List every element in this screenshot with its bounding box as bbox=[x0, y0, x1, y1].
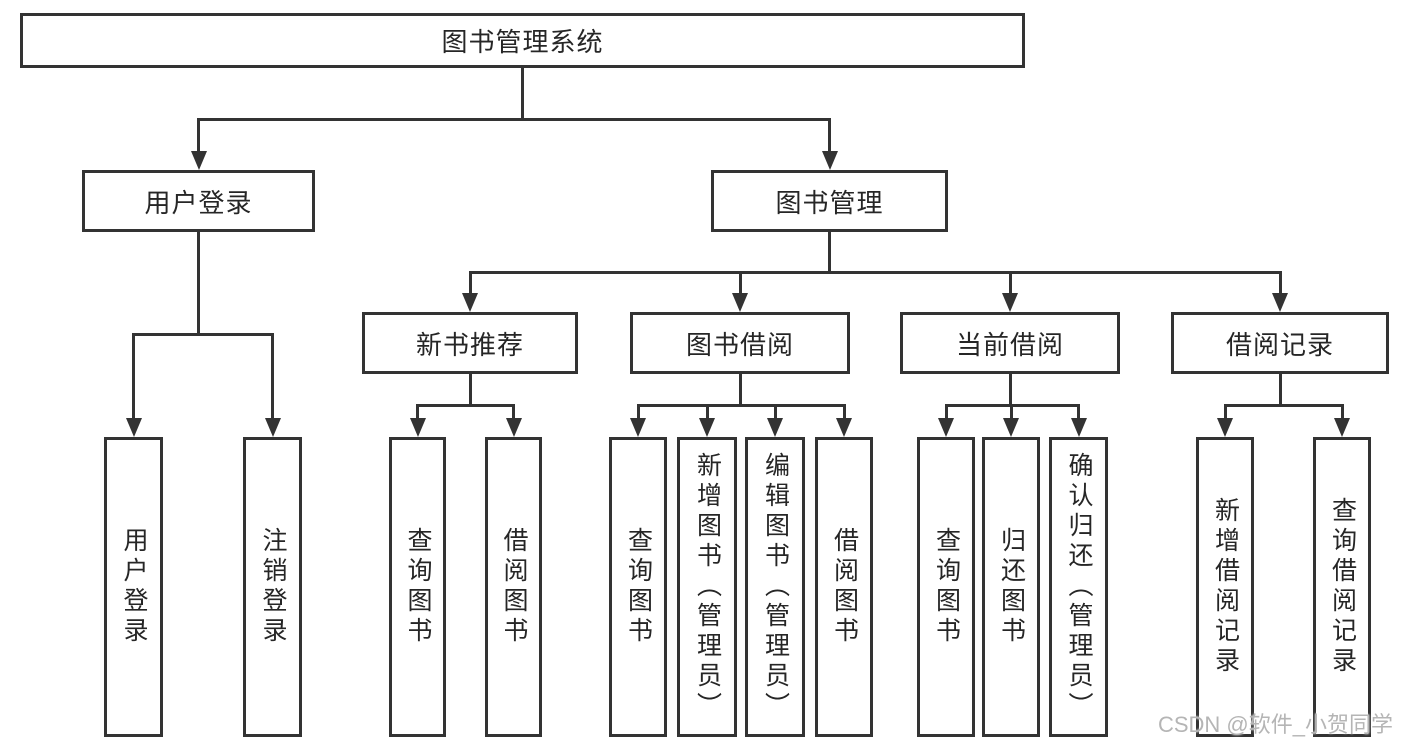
connector-vline bbox=[828, 119, 831, 151]
connector-vline bbox=[197, 119, 200, 151]
connector-vline bbox=[1223, 405, 1227, 418]
leaf-borrow-books-recommend: 借阅图书 bbox=[485, 437, 542, 737]
node-user-login: 用户登录 bbox=[82, 170, 315, 232]
connector-vline bbox=[1009, 405, 1013, 418]
arrow-down-icon bbox=[732, 293, 748, 312]
node-new-book-recommendation: 新书推荐 bbox=[362, 312, 578, 374]
arrow-down-icon bbox=[1334, 418, 1350, 437]
node-label: 图书借阅 bbox=[685, 329, 794, 360]
leaf-label: 用户登录 bbox=[120, 527, 148, 647]
leaf-add-borrow-record: 新增借阅记录 bbox=[1196, 437, 1254, 737]
arrow-down-icon bbox=[836, 418, 852, 437]
node-label: 图书管理系统 bbox=[441, 27, 604, 57]
connector-vline bbox=[271, 334, 274, 418]
leaf-query-borrow-record: 查询借阅记录 bbox=[1313, 437, 1371, 737]
arrow-down-icon bbox=[190, 151, 207, 170]
connector-vline bbox=[197, 232, 200, 334]
leaf-add-books-admin: 新增图书（管理员） bbox=[677, 437, 737, 737]
leaf-label: 查询借阅记录 bbox=[1328, 497, 1357, 677]
connector-vline bbox=[738, 374, 742, 405]
arrow-down-icon bbox=[1272, 293, 1288, 312]
leaf-label: 注销登录 bbox=[259, 527, 287, 647]
leaf-confirm-return-admin: 确认归还（管理员） bbox=[1049, 437, 1108, 737]
connector-vline bbox=[468, 374, 472, 405]
node-current-borrowing: 当前借阅 bbox=[900, 312, 1120, 374]
connector-vline bbox=[416, 405, 419, 418]
connector-hline bbox=[132, 332, 274, 336]
connector-vline bbox=[773, 405, 777, 418]
leaf-label: 查询图书 bbox=[624, 527, 653, 647]
leaf-query-books-current: 查询图书 bbox=[917, 437, 975, 737]
csdn-watermark: CSDN @软件_小贺同学 bbox=[1157, 712, 1393, 737]
connector-vline bbox=[1008, 374, 1012, 405]
connector-vline bbox=[132, 334, 135, 418]
connector-vline bbox=[1278, 272, 1282, 293]
connector-vline bbox=[944, 405, 948, 418]
arrow-down-icon bbox=[409, 418, 426, 437]
leaf-user-login: 用户登录 bbox=[104, 437, 163, 737]
arrow-down-icon bbox=[1003, 418, 1019, 437]
connector-hline bbox=[1223, 403, 1344, 407]
connector-hline bbox=[636, 403, 846, 407]
arrow-down-icon bbox=[1217, 418, 1233, 437]
arrow-down-icon bbox=[630, 418, 646, 437]
connector-vline bbox=[828, 232, 831, 272]
arrow-down-icon bbox=[1002, 293, 1018, 312]
connector-hline bbox=[197, 117, 831, 121]
node-label: 借阅记录 bbox=[1225, 329, 1334, 360]
leaf-label: 新增借阅记录 bbox=[1211, 497, 1240, 677]
node-label: 新书推荐 bbox=[415, 329, 524, 360]
node-library-management-system: 图书管理系统 bbox=[20, 13, 1025, 68]
connector-vline bbox=[512, 405, 515, 418]
connector-vline bbox=[1008, 272, 1012, 293]
leaf-label: 新增图书（管理员） bbox=[693, 452, 722, 722]
node-borrowing-records: 借阅记录 bbox=[1171, 312, 1389, 374]
node-label: 图书管理 bbox=[775, 187, 884, 218]
arrow-down-icon bbox=[505, 418, 522, 437]
node-book-borrowing: 图书借阅 bbox=[630, 312, 850, 374]
connector-vline bbox=[1077, 405, 1080, 418]
arrow-down-icon bbox=[125, 418, 142, 437]
arrow-down-icon bbox=[462, 293, 478, 312]
connector-vline bbox=[1278, 374, 1282, 405]
arrow-down-icon bbox=[699, 418, 715, 437]
connector-vline bbox=[636, 405, 640, 418]
connector-hline bbox=[416, 403, 515, 407]
connector-vline bbox=[842, 405, 846, 418]
node-book-management: 图书管理 bbox=[711, 170, 948, 232]
leaf-label: 查询图书 bbox=[404, 527, 432, 647]
arrow-down-icon bbox=[821, 151, 838, 170]
leaf-label: 借阅图书 bbox=[500, 527, 528, 647]
connector-vline bbox=[521, 68, 524, 119]
leaf-label: 借阅图书 bbox=[830, 527, 859, 647]
connector-vline bbox=[468, 272, 472, 293]
leaf-borrow-books-borrowing: 借阅图书 bbox=[815, 437, 873, 737]
arrow-down-icon bbox=[264, 418, 281, 437]
arrow-down-icon bbox=[1070, 418, 1087, 437]
connector-hline bbox=[468, 270, 1282, 274]
leaf-label: 确认归还（管理员） bbox=[1065, 452, 1093, 722]
leaf-label: 归还图书 bbox=[997, 527, 1026, 647]
node-label: 用户登录 bbox=[144, 187, 253, 218]
connector-vline bbox=[1340, 405, 1344, 418]
leaf-label: 查询图书 bbox=[932, 527, 961, 647]
connector-vline bbox=[705, 405, 709, 418]
leaf-edit-books-admin: 编辑图书（管理员） bbox=[745, 437, 805, 737]
leaf-logout: 注销登录 bbox=[243, 437, 302, 737]
leaf-label: 编辑图书（管理员） bbox=[761, 452, 790, 722]
leaf-query-books-borrowing: 查询图书 bbox=[609, 437, 667, 737]
leaf-return-books: 归还图书 bbox=[982, 437, 1040, 737]
node-label: 当前借阅 bbox=[955, 329, 1064, 360]
arrow-down-icon bbox=[938, 418, 954, 437]
arrow-down-icon bbox=[767, 418, 783, 437]
leaf-query-books-recommend: 查询图书 bbox=[389, 437, 446, 737]
connector-vline bbox=[738, 272, 742, 293]
